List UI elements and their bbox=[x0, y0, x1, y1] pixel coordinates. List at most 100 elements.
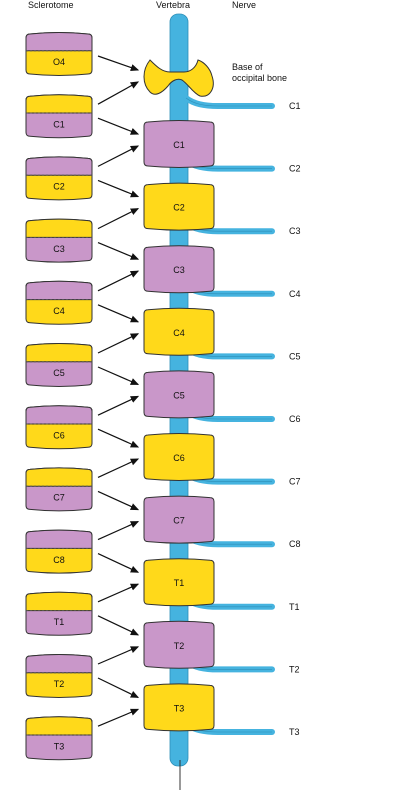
nerve-label: C5 bbox=[289, 351, 301, 361]
arrow-down bbox=[97, 428, 140, 448]
vertebra-block: C4 bbox=[143, 307, 215, 356]
vertebra-label: T3 bbox=[174, 703, 185, 713]
arrow-down bbox=[97, 677, 140, 698]
vertebra-body bbox=[143, 683, 215, 732]
vertebra-block: C3 bbox=[143, 245, 215, 294]
occipital-group: Base of occipital bone bbox=[143, 59, 287, 97]
arrow-up bbox=[97, 708, 140, 727]
nerve-label: T2 bbox=[289, 664, 300, 674]
vertebra-label: C5 bbox=[173, 390, 185, 400]
vertebra-block: C6 bbox=[143, 433, 215, 481]
vertebra-block: C5 bbox=[143, 370, 215, 419]
sclerotome-label: C3 bbox=[53, 244, 65, 254]
vertebra-body bbox=[143, 182, 215, 231]
sclerotome-block: C8 bbox=[25, 529, 93, 574]
vertebra-label: C3 bbox=[173, 265, 185, 275]
sclerotome-label: C1 bbox=[53, 119, 65, 129]
sclerotome-block: C1 bbox=[25, 94, 93, 139]
vertebra-body bbox=[143, 307, 215, 356]
sclerotome-block: C6 bbox=[25, 405, 93, 450]
vertebra-body bbox=[143, 433, 215, 481]
arrow-down bbox=[97, 553, 140, 573]
vertebra-body bbox=[143, 620, 215, 669]
sclerotome-block: T3 bbox=[25, 716, 93, 761]
sclerotome-top-half bbox=[25, 343, 93, 363]
vertebra-body bbox=[143, 120, 215, 168]
vertebra-body bbox=[143, 245, 215, 294]
nerve-root bbox=[183, 95, 275, 109]
arrow-down bbox=[97, 615, 140, 636]
sclerotome-top-half bbox=[25, 156, 93, 176]
vertebra-block: C7 bbox=[143, 495, 215, 544]
vertebra-body bbox=[143, 495, 215, 544]
occipital-bone bbox=[143, 59, 214, 97]
sclerotome-top-half bbox=[25, 654, 93, 674]
arrow-down bbox=[97, 304, 140, 323]
vertebra-label: C4 bbox=[173, 328, 185, 338]
arrow-down bbox=[97, 179, 140, 198]
sclerotome-label: C5 bbox=[53, 368, 65, 378]
vertebra-block: C2 bbox=[143, 182, 215, 231]
nerve-label: C6 bbox=[289, 414, 301, 424]
vertebra-label: C7 bbox=[173, 516, 185, 526]
nerve-label: C2 bbox=[289, 164, 301, 174]
sclerotome-block: T2 bbox=[25, 654, 93, 698]
sclerotome-top-half bbox=[25, 218, 93, 238]
arrow-up bbox=[97, 521, 140, 541]
nerve-label: C8 bbox=[289, 539, 301, 549]
arrow-up bbox=[97, 583, 140, 603]
arrow-down bbox=[97, 490, 140, 511]
nerve-label: T1 bbox=[289, 602, 300, 612]
sclerotome-block: C5 bbox=[25, 343, 93, 387]
sclerotome-label: O4 bbox=[53, 57, 65, 67]
arrow-down bbox=[97, 366, 140, 385]
vertebra-label: C1 bbox=[173, 140, 185, 150]
nerve-label: C4 bbox=[289, 289, 301, 299]
nerve-root-outline bbox=[185, 97, 272, 107]
vertebra-block: T1 bbox=[143, 558, 215, 607]
vertebra-body bbox=[143, 370, 215, 419]
arrow-up bbox=[97, 395, 140, 416]
arrow-up bbox=[97, 646, 140, 665]
sclerotome-label: C4 bbox=[53, 306, 65, 316]
sclerotome-top-half bbox=[25, 716, 93, 736]
occipital-label-line1: Base of bbox=[232, 62, 263, 72]
sclerotome-header: Sclerotome bbox=[28, 0, 74, 10]
vertebra-label: C6 bbox=[173, 453, 185, 463]
vertebra-label: C2 bbox=[173, 203, 185, 213]
spinal-nerve: C1 bbox=[183, 95, 301, 111]
vertebra-header: Vertebra bbox=[156, 0, 191, 10]
sclerotome-top-half bbox=[25, 529, 93, 549]
sclerotome-block: C3 bbox=[25, 218, 93, 263]
vertebra-block: C1 bbox=[143, 120, 215, 168]
vertebra-label: T2 bbox=[174, 641, 185, 651]
vertebra-body bbox=[143, 558, 215, 607]
vertebra-block: T3 bbox=[143, 683, 215, 732]
sclerotome-label: T2 bbox=[54, 679, 65, 689]
arrow-group bbox=[97, 55, 140, 727]
nerve-label: C7 bbox=[289, 477, 301, 487]
arrow-up bbox=[97, 208, 140, 230]
sclerotome-block: O4 bbox=[25, 32, 93, 76]
sclerotome-label: C7 bbox=[53, 493, 65, 503]
sclerotome-top-half bbox=[25, 405, 93, 425]
sclerotome-top-half bbox=[25, 467, 93, 487]
sclerotome-label: T3 bbox=[54, 741, 65, 751]
sclerotome-top-half bbox=[25, 280, 93, 301]
sclerotome-top-half bbox=[25, 591, 93, 612]
sclerotome-block: C4 bbox=[25, 280, 93, 325]
sclerotome-label: T1 bbox=[54, 617, 65, 627]
arrow-down bbox=[97, 55, 140, 72]
arrow-down bbox=[97, 117, 140, 135]
sclerotome-top-half bbox=[25, 94, 93, 114]
arrow-up bbox=[97, 270, 140, 292]
sclerotome-label: C2 bbox=[53, 182, 65, 192]
occipital-label-line2: occipital bone bbox=[232, 73, 287, 83]
arrow-up bbox=[97, 333, 140, 354]
vertebra-block: T2 bbox=[143, 620, 215, 669]
vertebra-label: T1 bbox=[174, 578, 185, 588]
arrow-down bbox=[97, 242, 140, 260]
